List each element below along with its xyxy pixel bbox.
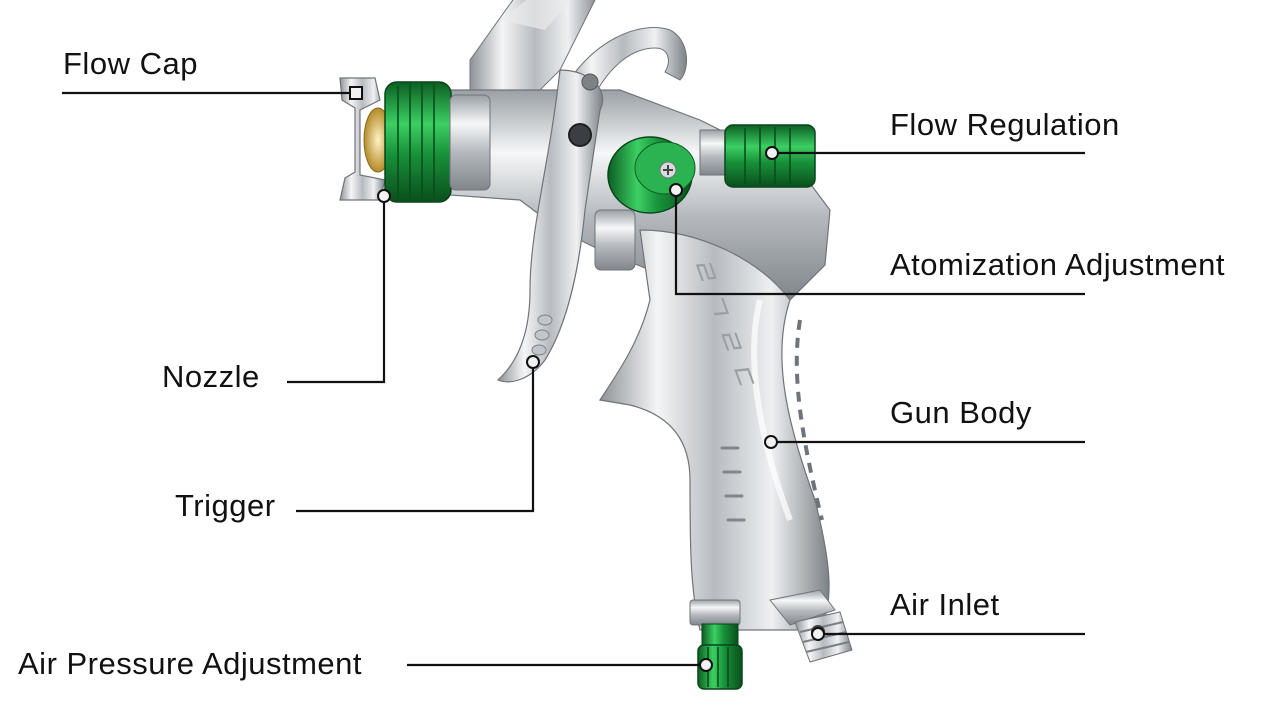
label-trigger: Trigger xyxy=(175,488,276,523)
label-flow-cap: Flow Cap xyxy=(63,46,198,81)
handle-grooves xyxy=(720,446,746,522)
endpoint-flow-regulation xyxy=(765,146,779,160)
leader-nozzle xyxy=(287,196,386,384)
endpoint-flow-cap xyxy=(349,86,363,100)
endpoint-nozzle xyxy=(377,189,391,203)
label-gun-body: Gun Body xyxy=(890,395,1032,430)
label-flow-regulation: Flow Regulation xyxy=(890,107,1120,142)
trigger-grip-ridges xyxy=(531,314,553,356)
leader-trigger xyxy=(296,362,535,513)
trigger-lever xyxy=(496,69,604,383)
label-air-pressure-adjustment: Air Pressure Adjustment xyxy=(18,646,363,681)
endpoint-air-pressure xyxy=(699,658,713,672)
leader-lines xyxy=(62,91,1085,667)
endpoint-trigger xyxy=(526,355,540,369)
leader-endpoints xyxy=(349,86,825,672)
air-pressure-knob xyxy=(689,599,743,690)
label-atomization-adjustment: Atomization Adjustment xyxy=(890,247,1225,282)
trigger-pivot-screw xyxy=(568,123,592,147)
label-nozzle: Nozzle xyxy=(162,359,260,394)
endpoint-atomization xyxy=(669,183,683,197)
nozzle-assembly xyxy=(339,77,491,203)
endpoint-gun-body xyxy=(764,435,778,449)
leader-atomization xyxy=(674,190,1085,296)
label-air-inlet: Air Inlet xyxy=(890,587,1000,622)
endpoint-air-inlet xyxy=(811,627,825,641)
